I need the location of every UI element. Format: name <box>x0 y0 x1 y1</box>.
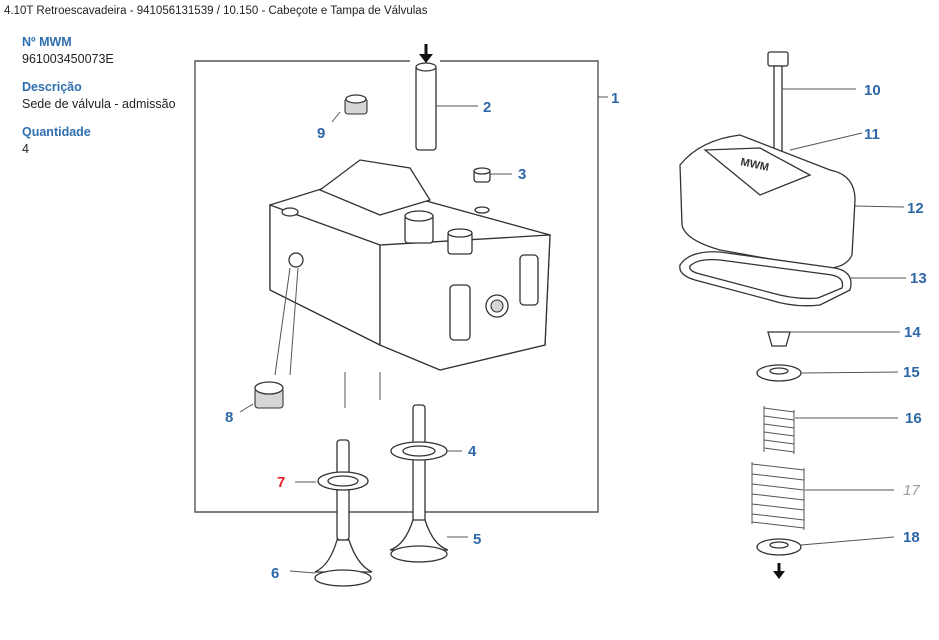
down-arrow-bottom-icon <box>773 563 785 579</box>
callout-14[interactable]: 14 <box>904 324 921 341</box>
callout-12[interactable]: 12 <box>907 200 924 217</box>
inner-valve-spring-part[interactable] <box>763 405 898 454</box>
down-arrow-top-icon <box>419 44 433 63</box>
description-value: Sede de válvula - admissão <box>22 97 176 111</box>
cover-brand-logo: MWM <box>739 156 770 174</box>
cover-gasket-part[interactable] <box>679 251 906 307</box>
callout-5[interactable]: 5 <box>473 531 481 548</box>
quantity-value: 4 <box>22 142 29 156</box>
spring-seat-washer-part[interactable] <box>756 536 895 556</box>
cylinder-head-part[interactable] <box>269 159 551 408</box>
callout-18[interactable]: 18 <box>903 529 920 546</box>
callout-13[interactable]: 13 <box>910 270 927 287</box>
callout-9[interactable]: 9 <box>317 125 325 142</box>
quantity-label: Quantidade <box>22 125 91 139</box>
plug-part[interactable] <box>473 167 512 183</box>
callout-11[interactable]: 11 <box>864 126 880 143</box>
callout-2[interactable]: 2 <box>483 99 491 116</box>
valve-cover-part[interactable]: MWM <box>679 134 905 269</box>
description-label: Descrição <box>22 80 82 94</box>
breadcrumb: 4.10T Retroescavadeira - 941056131539 / … <box>4 5 428 17</box>
intake-valve-part[interactable] <box>289 439 373 587</box>
callout-3[interactable]: 3 <box>518 166 526 183</box>
exhaust-valve-part[interactable] <box>389 404 468 563</box>
callout-15[interactable]: 15 <box>903 364 920 381</box>
callout-1[interactable]: 1 <box>611 90 619 107</box>
valve-seat-insert-part[interactable] <box>239 267 299 413</box>
part-info-panel: Nº MWM 961003450073E Descrição Sede de v… <box>22 35 192 170</box>
valve-guide-part[interactable] <box>415 62 478 151</box>
mwm-label: Nº MWM <box>22 35 72 49</box>
valve-stem-seal-part[interactable] <box>331 94 368 123</box>
spring-retainer-part[interactable] <box>756 364 899 382</box>
callout-7-selected[interactable]: 7 <box>277 474 285 491</box>
valve-collet-part[interactable] <box>767 331 900 347</box>
callout-16[interactable]: 16 <box>905 410 922 427</box>
mwm-value: 961003450073E <box>22 52 114 66</box>
callout-17[interactable]: 17 <box>903 482 920 499</box>
callout-4[interactable]: 4 <box>468 443 477 460</box>
callout-8[interactable]: 8 <box>225 409 233 426</box>
cylinder-head-group-frame <box>194 60 608 513</box>
callout-6[interactable]: 6 <box>271 565 279 582</box>
outer-valve-spring-part[interactable] <box>751 460 894 530</box>
callout-10[interactable]: 10 <box>864 82 881 99</box>
